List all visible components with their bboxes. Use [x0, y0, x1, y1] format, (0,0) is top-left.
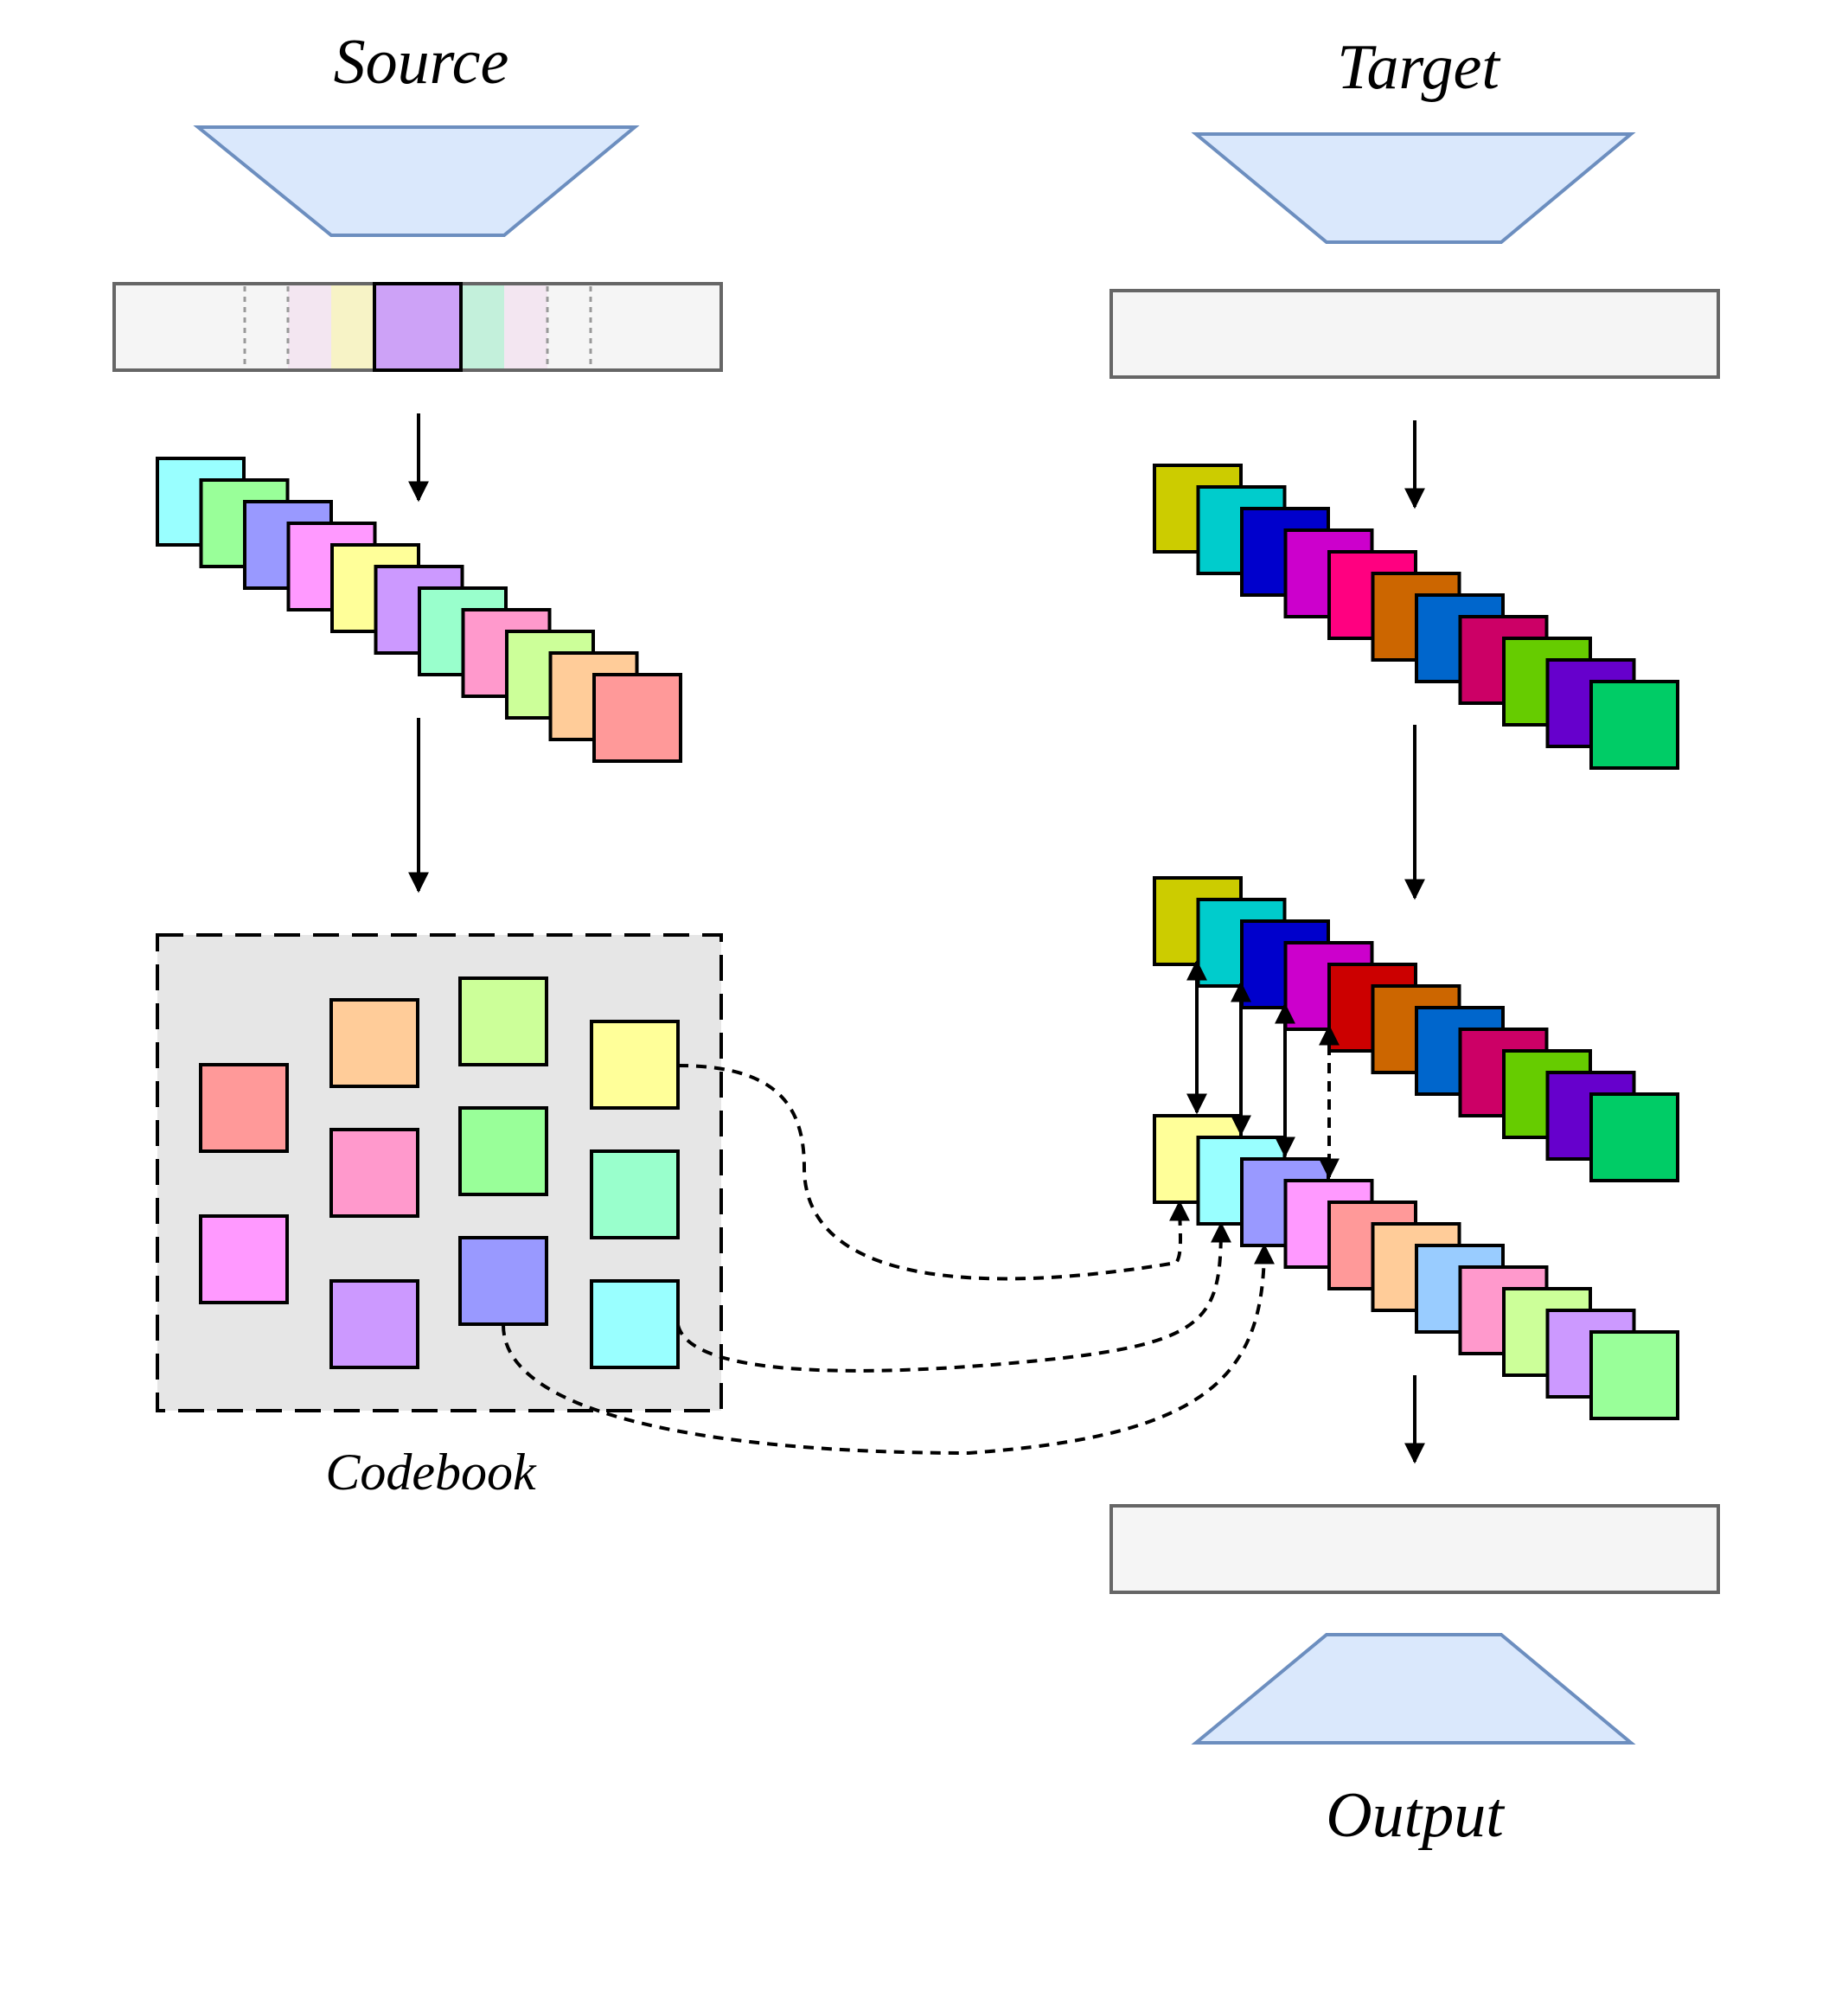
codebook-lookup-links — [502, 1064, 1275, 1456]
source-bar-slot — [374, 285, 418, 368]
target-token — [1589, 680, 1679, 770]
source-bar-slot — [461, 285, 504, 368]
source-feature-bar — [112, 282, 723, 372]
codebook-entry — [590, 1279, 680, 1369]
source-bar-slot — [288, 285, 331, 368]
comparison-target-token — [1589, 1092, 1679, 1182]
target-label: Target — [1337, 32, 1501, 103]
codebook-entry — [458, 1106, 548, 1196]
target-token-stack-comparison — [1153, 876, 1679, 1182]
target-feature-bar — [1109, 289, 1720, 379]
source-encoder — [193, 125, 640, 237]
codebook-entry — [590, 1149, 680, 1239]
source-bar-slot — [418, 285, 461, 368]
codebook-entry — [590, 1020, 680, 1110]
source-bar-slot — [504, 285, 547, 368]
source-bar-slot — [331, 285, 374, 368]
source-token — [592, 673, 682, 763]
quantized-token-stack — [1153, 1114, 1679, 1420]
source-label: Source — [334, 27, 509, 98]
quantized-token — [1589, 1330, 1679, 1420]
output-feature-bar — [1109, 1504, 1720, 1594]
codebook-entry — [458, 976, 548, 1066]
codebook-entry — [329, 1279, 419, 1369]
target-token-stack — [1153, 464, 1679, 770]
codebook-entry — [199, 1214, 289, 1304]
codebook-label: Codebook — [325, 1444, 537, 1501]
codebook-entry — [329, 998, 419, 1088]
codebook-entry — [458, 1236, 548, 1326]
codebook-entry — [199, 1063, 289, 1153]
source-token-stack — [156, 457, 682, 763]
output-label: Output — [1326, 1780, 1506, 1851]
output-decoder — [1191, 1633, 1636, 1745]
codebook — [156, 933, 723, 1412]
target-encoder — [1191, 132, 1636, 244]
codebook-entry — [329, 1128, 419, 1218]
alignment-arrows — [1186, 959, 1340, 1180]
